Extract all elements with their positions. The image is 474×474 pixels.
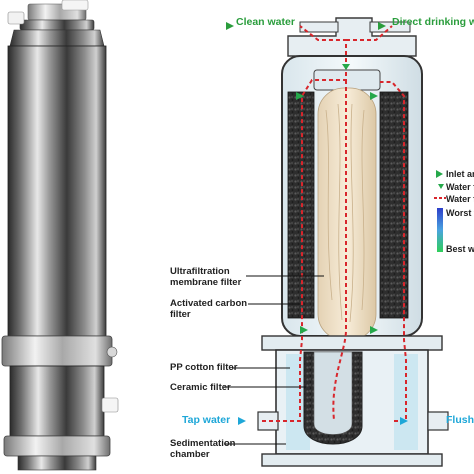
middle-flange (261, 335, 443, 351)
ultrafiltration-line-2: membrane filter (170, 277, 242, 288)
clamp-bolt-icon (106, 346, 118, 358)
ultrafiltration-membrane-label: Ultrafiltration membrane filter (170, 266, 241, 288)
flush-label: Flush (446, 414, 474, 426)
flow-arrow-icon (226, 22, 234, 30)
activated-carbon-line-1: Activated carbon (170, 298, 248, 309)
pp-cotton-label: PP cotton filter (170, 362, 237, 373)
flow-arrow-icon (296, 92, 304, 100)
cutaway-schematic (224, 17, 449, 467)
top-fitting-right-icon (61, 0, 89, 11)
side-valve-icon (101, 397, 119, 413)
legend-best-label: Best wate (446, 244, 474, 254)
base-ring (3, 435, 111, 457)
flow-arrow-icon (370, 326, 378, 334)
ceramic-core (313, 351, 353, 435)
water-flow-path-right (380, 81, 407, 422)
tap-water-label: Tap water (182, 414, 231, 426)
ceramic-line-1: Ceramic filter (170, 382, 231, 393)
sedimentation-label: Sedimentation chamber (170, 438, 235, 460)
top-cap-ring (19, 19, 95, 31)
bottom-flange (261, 453, 443, 467)
flow-arrow-icon (342, 64, 350, 70)
flow-arrow-icon (370, 92, 378, 100)
water-flow-path (262, 25, 393, 422)
activated-carbon-label: Activated carbon filter (170, 298, 247, 320)
legend-inlet-label: Inlet and o (446, 169, 474, 179)
flush-port (427, 411, 449, 431)
clean-water-label: Clean water (236, 16, 295, 28)
clamp-band (1, 335, 113, 367)
activated-carbon-line-2: filter (170, 309, 191, 320)
inlet-port (257, 411, 279, 431)
main-cylinder (7, 45, 107, 337)
legend-water-flow-label-2: Water flow (446, 194, 474, 204)
legend-worst-label: Worst wat (446, 208, 474, 218)
steel-housing-photo (1, 0, 119, 471)
base-foot (17, 455, 97, 471)
flow-arrow-icon (400, 417, 408, 425)
top-fitting-left-icon (7, 11, 25, 25)
membrane-fibers (325, 103, 365, 323)
ultrafiltration-line-1: Ultrafiltration (170, 266, 230, 277)
flow-arrow-icon (238, 417, 246, 425)
quality-gradient-bar (437, 208, 443, 252)
flow-arrow-icon (300, 326, 308, 334)
inlet-arrow-icon (436, 170, 443, 178)
sedimentation-line-2: chamber (170, 449, 210, 460)
lower-body (9, 365, 105, 437)
legend-water-flow-label-1: Water flow (446, 182, 474, 192)
flow-arrow-icon (378, 22, 386, 30)
shoulder (9, 29, 105, 47)
legend (434, 170, 446, 252)
flow-arrow-legend-icon (438, 184, 444, 189)
direct-drinking-label: Direct drinking wa (392, 16, 474, 28)
ceramic-label: Ceramic filter (170, 382, 231, 393)
pp-cotton-line-1: PP cotton filter (170, 362, 238, 373)
sedimentation-line-1: Sedimentation (170, 438, 236, 449)
